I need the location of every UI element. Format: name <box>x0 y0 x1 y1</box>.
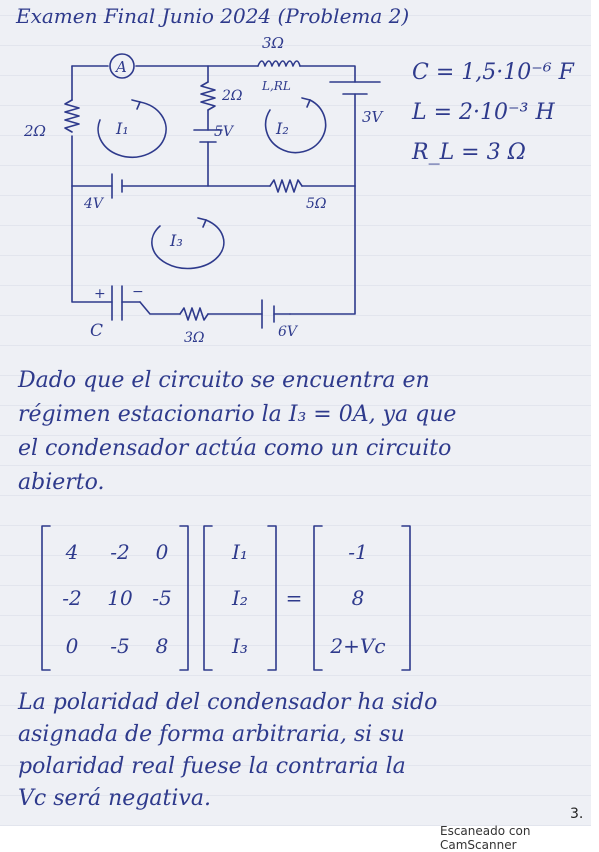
cap-label: C <box>90 321 103 341</box>
matrix-cell: -5 <box>110 634 130 658</box>
i3-label: I₃ <box>169 231 183 250</box>
const-rl: R_L = 3 Ω <box>412 140 526 165</box>
src-4v-label: 4V <box>83 196 105 212</box>
left-resistor <box>64 99 80 133</box>
ammeter-label: A <box>114 58 127 76</box>
l-rl-label: L,RL <box>261 79 291 93</box>
matrix-cell: -2 <box>110 540 130 564</box>
exam-title: Examen Final Junio 2024 (Problema 2) <box>16 4 410 28</box>
matrix-cell: -2 <box>62 586 82 610</box>
matrix-cell: 0 <box>65 634 79 658</box>
explanation-line: régimen estacionario la I₃ = 0A, ya que <box>18 402 457 427</box>
middle-resistor <box>200 81 216 111</box>
vector-cell: I₁ <box>232 540 248 564</box>
circuit-diagram: A 3Ω L,RL 3V 2Ω 2Ω 5V 4V 5Ω <box>23 34 385 346</box>
r-top-label: 3Ω <box>262 34 284 52</box>
scanned-page: Examen Final Junio 2024 (Problema 2) A 3… <box>0 0 591 826</box>
explanation-line: abierto. <box>18 470 105 495</box>
matrix-brackets <box>41 525 411 671</box>
equals-sign: = <box>285 586 303 610</box>
polarity-line: asignada de forma arbitraria, si su <box>18 722 405 747</box>
r-left-label: 2Ω <box>23 122 46 140</box>
r-bottom-label: 3Ω <box>184 330 205 346</box>
src-5v-label: 5V <box>214 124 235 140</box>
vector-cell: I₂ <box>232 586 248 610</box>
const-c: C = 1,5·10⁻⁶ F <box>412 60 574 85</box>
matrix-cell: 4 <box>65 540 79 564</box>
rhs-cell: -1 <box>348 540 368 564</box>
matrix-cell: -5 <box>152 586 172 610</box>
const-l: L = 2·10⁻³ H <box>412 100 555 125</box>
r-middle-label: 2Ω <box>221 88 243 104</box>
explanation-line: el condensador actúa como un circuito <box>18 436 452 461</box>
src-3v-label: 3V <box>362 108 385 126</box>
ammeter <box>109 53 135 79</box>
matrix-cell: 10 <box>107 586 133 610</box>
loop-i3-arrow <box>151 219 225 270</box>
r-5-label: 5Ω <box>306 196 327 212</box>
cap-plus: + <box>94 286 106 302</box>
src-6v-label: 6V <box>278 324 299 340</box>
capacitor <box>111 285 123 321</box>
i1-label: I₁ <box>115 119 129 138</box>
inductor <box>257 60 301 67</box>
i2-label: I₂ <box>275 119 289 138</box>
rhs-cell: 2+Vc <box>330 634 386 658</box>
page-number: 3. <box>570 806 584 822</box>
explanation-line: Dado que el circuito se encuentra en <box>18 368 430 393</box>
matrix-cell: 8 <box>155 634 169 658</box>
polarity-line: Vc será negativa. <box>18 786 211 811</box>
resistor-bottom <box>179 307 209 321</box>
rhs-cell: 8 <box>351 586 365 610</box>
loop-i2-arrow <box>264 99 327 154</box>
loop-i1-arrow <box>97 101 167 158</box>
resistor-5 <box>269 179 303 193</box>
cap-minus: − <box>132 284 144 300</box>
polarity-line: La polaridad del condensador ha sido <box>18 690 438 715</box>
matrix-cell: 0 <box>155 540 169 564</box>
vector-cell: I₃ <box>232 634 248 658</box>
polarity-line: polaridad real fuese la contraria la <box>18 754 406 779</box>
